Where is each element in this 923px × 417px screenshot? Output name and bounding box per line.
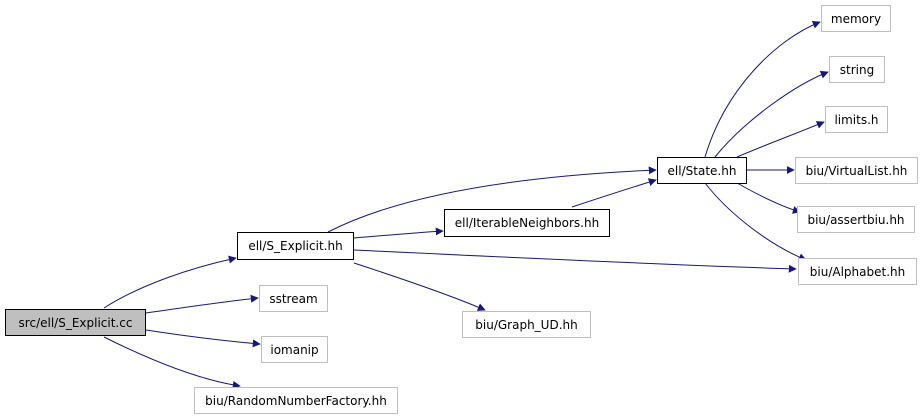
node-memory[interactable]: memory bbox=[821, 5, 891, 32]
edge-state-to-limits bbox=[736, 121, 825, 158]
node-string[interactable]: string bbox=[829, 56, 885, 83]
node-sstream[interactable]: sstream bbox=[259, 285, 328, 312]
edge-state-to-alphabet bbox=[704, 182, 807, 261]
edge-s-explicit-to-alphabet bbox=[353, 249, 797, 273]
edge-s-explicit-to-state bbox=[327, 166, 657, 233]
node-s-explicit-header[interactable]: ell/S_Explicit.hh bbox=[237, 232, 354, 260]
node-assertbiu[interactable]: biu/assertbiu.hh bbox=[797, 206, 915, 233]
edge-state-to-string bbox=[714, 70, 829, 158]
node-alphabet[interactable]: biu/Alphabet.hh bbox=[798, 258, 917, 285]
node-virtual-list[interactable]: biu/VirtualList.hh bbox=[795, 157, 918, 184]
edge-root-to-random-number-factory bbox=[103, 336, 241, 389]
edge-root-to-sstream bbox=[145, 294, 259, 314]
node-iterable-neighbors[interactable]: ell/IterableNeighbors.hh bbox=[444, 209, 610, 237]
node-random-number-factory[interactable]: biu/RandomNumberFactory.hh bbox=[194, 387, 398, 414]
node-limits[interactable]: limits.h bbox=[825, 106, 888, 133]
edge-iterable-neighbors-to-state bbox=[571, 178, 657, 208]
edge-state-to-memory bbox=[704, 20, 821, 158]
edge-s-explicit-to-iterable-neighbors bbox=[353, 227, 444, 239]
node-root-source-file[interactable]: src/ell/S_Explicit.cc bbox=[5, 309, 146, 336]
edge-root-to-s-explicit-hh bbox=[103, 255, 237, 309]
edge-state-to-assertbiu bbox=[736, 182, 801, 214]
node-graph-ud[interactable]: biu/Graph_UD.hh bbox=[462, 311, 591, 338]
edge-s-explicit-to-graph-ud bbox=[353, 262, 486, 311]
node-iomanip[interactable]: iomanip bbox=[261, 336, 328, 363]
edge-root-to-iomanip bbox=[145, 329, 261, 348]
node-state-header[interactable]: ell/State.hh bbox=[657, 157, 747, 184]
